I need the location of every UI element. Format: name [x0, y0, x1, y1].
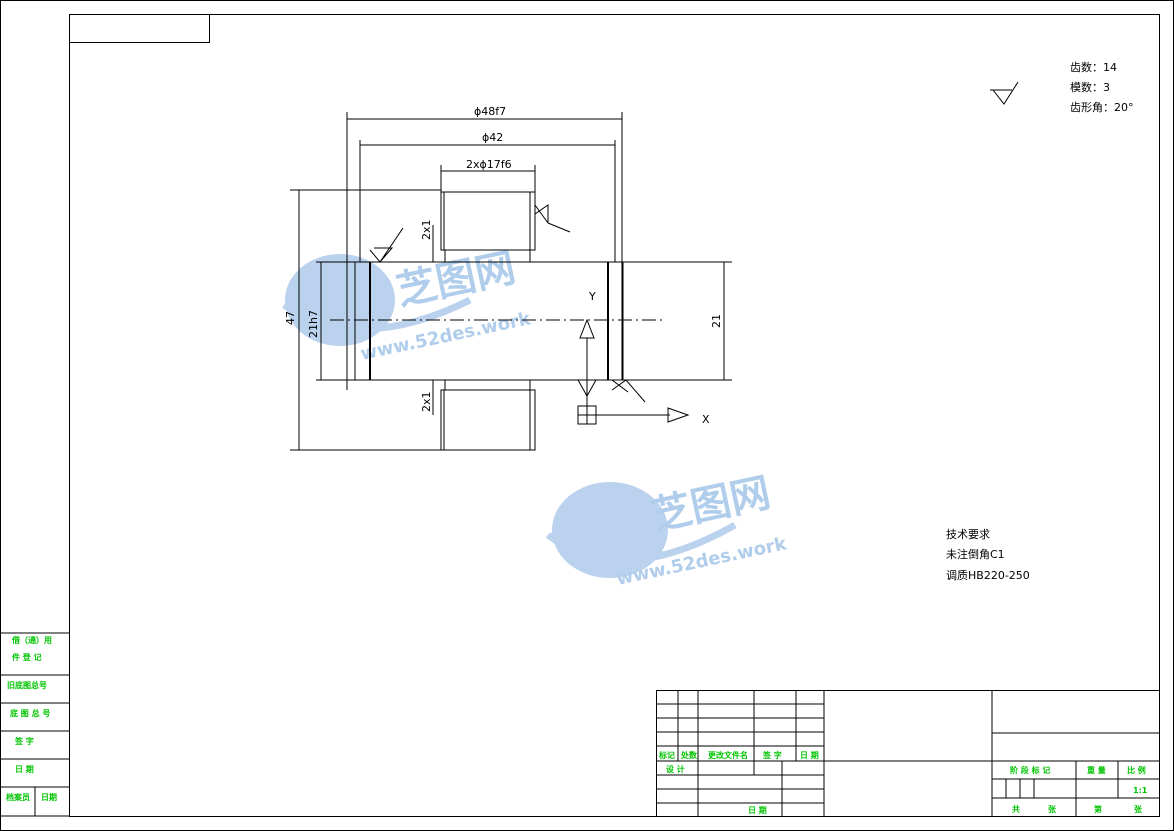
- gear-body: [354, 261, 624, 381]
- tb-stage: 阶 段 标 记: [1010, 765, 1050, 775]
- dim-height-47: 47: [284, 311, 297, 325]
- tech-req-line1: 未注倒角C1: [946, 547, 1005, 561]
- dimensions: ϕ48f7 ϕ42 2xϕ17f6 47 21h7 21 2x1 2x1: [284, 105, 725, 451]
- tb-doc: 更改文件名: [708, 750, 748, 760]
- roughness-right-icon: [611, 379, 646, 403]
- dim-bore-right: 21: [710, 314, 723, 328]
- gear-part: [316, 191, 732, 451]
- roughness-left-icon: [369, 227, 404, 263]
- x-axis-label: X: [702, 413, 710, 426]
- tb-design: 设 计: [666, 764, 685, 774]
- side-table: 借（通）用 件 登 记 旧底图总号 底 图 总 号 签 字 日 期 档案员 日期: [0, 632, 69, 817]
- watermark-2: 芝图网 www.52des.work: [545, 470, 789, 590]
- tb-page: 第: [1094, 804, 1102, 814]
- side-row-1: 借（通）用: [11, 635, 52, 645]
- tb-date: 日 期: [748, 805, 767, 815]
- tech-requirements: 技术要求 未注倒角C1 调质HB220-250: [946, 528, 1030, 582]
- top-left-label-box: [69, 14, 210, 43]
- gear-parameters: 齿数：14 模数：3 齿形角：20°: [1070, 61, 1134, 114]
- dim-diameter: ϕ42: [482, 131, 503, 144]
- dim-chamfer-top: 2x1: [420, 219, 433, 240]
- tb-date-col: 日 期: [800, 750, 819, 760]
- inner-frame: [69, 14, 1160, 817]
- side-row-2: 件 登 记: [12, 652, 42, 662]
- dim-hub-diameter: 2xϕ17f6: [466, 158, 512, 171]
- tb-sheet: 张: [1134, 805, 1143, 814]
- side-row-7b: 日期: [41, 792, 57, 802]
- tech-req-line2: 调质HB220-250: [946, 569, 1030, 582]
- roughness-datum-icon: [577, 379, 597, 398]
- watermark-swoosh: [545, 521, 737, 564]
- tb-scale-value: 1:1: [1133, 786, 1148, 795]
- tb-weight: 重 量: [1087, 765, 1106, 775]
- dim-chamfer-bottom: 2x1: [420, 391, 433, 412]
- tb-sheets: 张: [1048, 805, 1057, 814]
- side-row-4: 底 图 总 号: [9, 708, 50, 718]
- watermark-swoosh: [282, 296, 472, 333]
- dim-outer-diameter: ϕ48f7: [474, 105, 506, 118]
- gear-pressure-angle: 齿形角：20°: [1070, 101, 1134, 114]
- dim-bore-left: 21h7: [307, 310, 320, 338]
- watermark-globe-icon: [552, 482, 668, 578]
- roughness-symbols: [369, 81, 1019, 403]
- watermark-cn-text: 芝图网: [648, 470, 775, 540]
- side-row-5: 签 字: [14, 736, 34, 746]
- x-axis-arrow-icon: [667, 407, 690, 423]
- title-block: 标记 处数 更改文件名 签 字 日 期 设 计 日 期 阶 段 标 记 重 量 …: [656, 690, 1160, 817]
- tb-scale: 比 例: [1127, 765, 1146, 775]
- y-axis-arrow-icon: [579, 318, 595, 339]
- tb-sign: 签 字: [762, 750, 782, 760]
- side-row-6: 日 期: [15, 764, 34, 774]
- tech-req-title: 技术要求: [946, 528, 990, 541]
- lower-hub: [440, 389, 536, 451]
- gear-module: 模数：3: [1070, 81, 1110, 94]
- coordinate-axes: Y X: [577, 290, 710, 426]
- watermark-globe-icon: [285, 254, 395, 346]
- tb-mark: 标记: [658, 750, 675, 760]
- tb-count: 处数: [680, 750, 698, 760]
- y-axis-label: Y: [588, 290, 596, 303]
- roughness-others-icon: [990, 81, 1019, 105]
- upper-hub: [440, 191, 536, 251]
- tb-total: 共: [1012, 804, 1020, 814]
- gear-teeth: 齿数：14: [1070, 61, 1117, 74]
- roughness-hub-icon: [534, 204, 571, 233]
- side-row-3: 旧底图总号: [7, 680, 47, 690]
- side-row-7a: 档案员: [6, 792, 30, 802]
